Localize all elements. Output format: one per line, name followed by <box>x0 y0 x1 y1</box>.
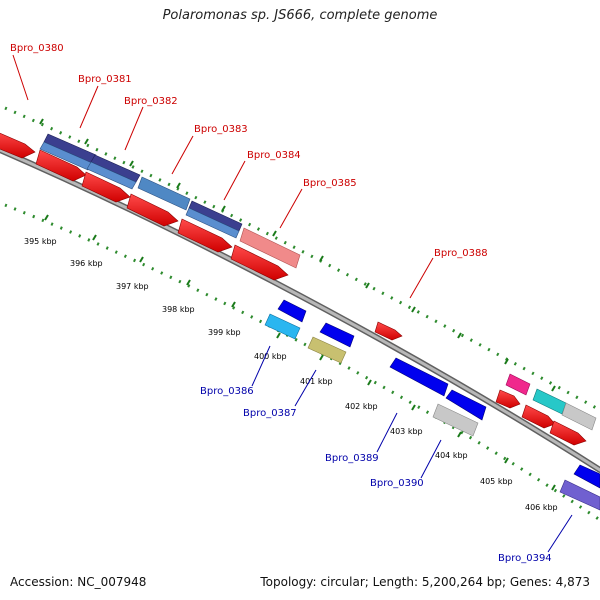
gene-label[interactable]: Bpro_0384 <box>247 150 301 161</box>
tick-label: 403 kbp <box>390 427 423 436</box>
accession-text: Accession: NC_007948 <box>10 575 147 589</box>
label-leaders <box>12 54 573 553</box>
tick-label: 398 kbp <box>162 305 195 314</box>
tick-label: 395 kbp <box>24 237 57 246</box>
gene-feature[interactable] <box>137 176 191 211</box>
gene-arrow[interactable] <box>0 131 36 159</box>
genome-stats: Topology: circular; Length: 5,200,264 bp… <box>260 575 590 589</box>
gene-arrow[interactable] <box>549 420 587 446</box>
tick-labels: 395 kbp 396 kbp 397 kbp 398 kbp 399 kbp … <box>24 237 558 512</box>
backbone <box>0 147 600 473</box>
gene-label[interactable]: Bpro_0389 <box>325 453 379 464</box>
gene-label[interactable]: Bpro_0394 <box>498 553 552 564</box>
gene-arrow[interactable] <box>35 149 87 182</box>
gene-arrow[interactable] <box>521 404 556 429</box>
forward-genes <box>0 131 597 446</box>
major-ticks <box>44 214 556 491</box>
gene-feature[interactable] <box>561 402 597 431</box>
gene-arrow[interactable] <box>126 193 179 227</box>
gene-labels: Bpro_0380 Bpro_0381 Bpro_0382 Bpro_0383 … <box>10 43 552 564</box>
gene-label[interactable]: Bpro_0382 <box>124 96 178 107</box>
gene-arrow[interactable] <box>495 389 521 409</box>
forward-tick-track <box>4 106 600 412</box>
gene-arrow[interactable] <box>573 464 600 489</box>
gene-label[interactable]: Bpro_0381 <box>78 74 132 85</box>
reverse-genes <box>264 299 600 511</box>
gene-feature[interactable] <box>505 373 531 396</box>
gene-arrow[interactable] <box>319 322 355 348</box>
forward-major-ticks <box>39 118 556 392</box>
gene-label[interactable]: Bpro_0386 <box>200 386 254 397</box>
gene-feature[interactable] <box>264 313 301 340</box>
tick-label: 405 kbp <box>480 477 513 486</box>
gene-arrow[interactable] <box>81 171 131 203</box>
gene-arrow[interactable] <box>230 244 289 281</box>
gene-arrow[interactable] <box>389 357 449 397</box>
gene-feature[interactable] <box>432 403 479 437</box>
gene-feature[interactable] <box>185 207 240 239</box>
tick-label: 399 kbp <box>208 328 241 337</box>
reverse-tick-track <box>4 203 600 522</box>
gene-label[interactable]: Bpro_0388 <box>434 248 488 259</box>
gene-label[interactable]: Bpro_0385 <box>303 178 357 189</box>
gene-arrow[interactable] <box>177 218 233 253</box>
gene-label[interactable]: Bpro_0387 <box>243 408 297 419</box>
gene-arrow[interactable] <box>445 389 487 421</box>
gene-label[interactable]: Bpro_0383 <box>194 124 248 135</box>
tick-label: 404 kbp <box>435 451 468 460</box>
gene-feature[interactable] <box>559 479 600 511</box>
map-title: Polaromonas sp. JS666, complete genome <box>162 8 438 23</box>
tick-label: 401 kbp <box>300 377 333 386</box>
gene-arrow[interactable] <box>374 321 403 341</box>
gene-label[interactable]: Bpro_0380 <box>10 43 64 54</box>
tick-label: 402 kbp <box>345 402 378 411</box>
gene-feature[interactable] <box>532 388 567 415</box>
gene-arrow[interactable] <box>277 299 307 323</box>
tick-label: 397 kbp <box>116 282 149 291</box>
gene-feature[interactable] <box>307 336 347 364</box>
tick-label: 406 kbp <box>525 503 558 512</box>
gene-feature[interactable] <box>239 227 301 269</box>
gene-feature[interactable] <box>39 141 93 171</box>
gene-label[interactable]: Bpro_0390 <box>370 478 424 489</box>
tick-label: 396 kbp <box>70 259 103 268</box>
tick-label: 400 kbp <box>254 352 287 361</box>
gene-feature[interactable] <box>86 161 137 190</box>
